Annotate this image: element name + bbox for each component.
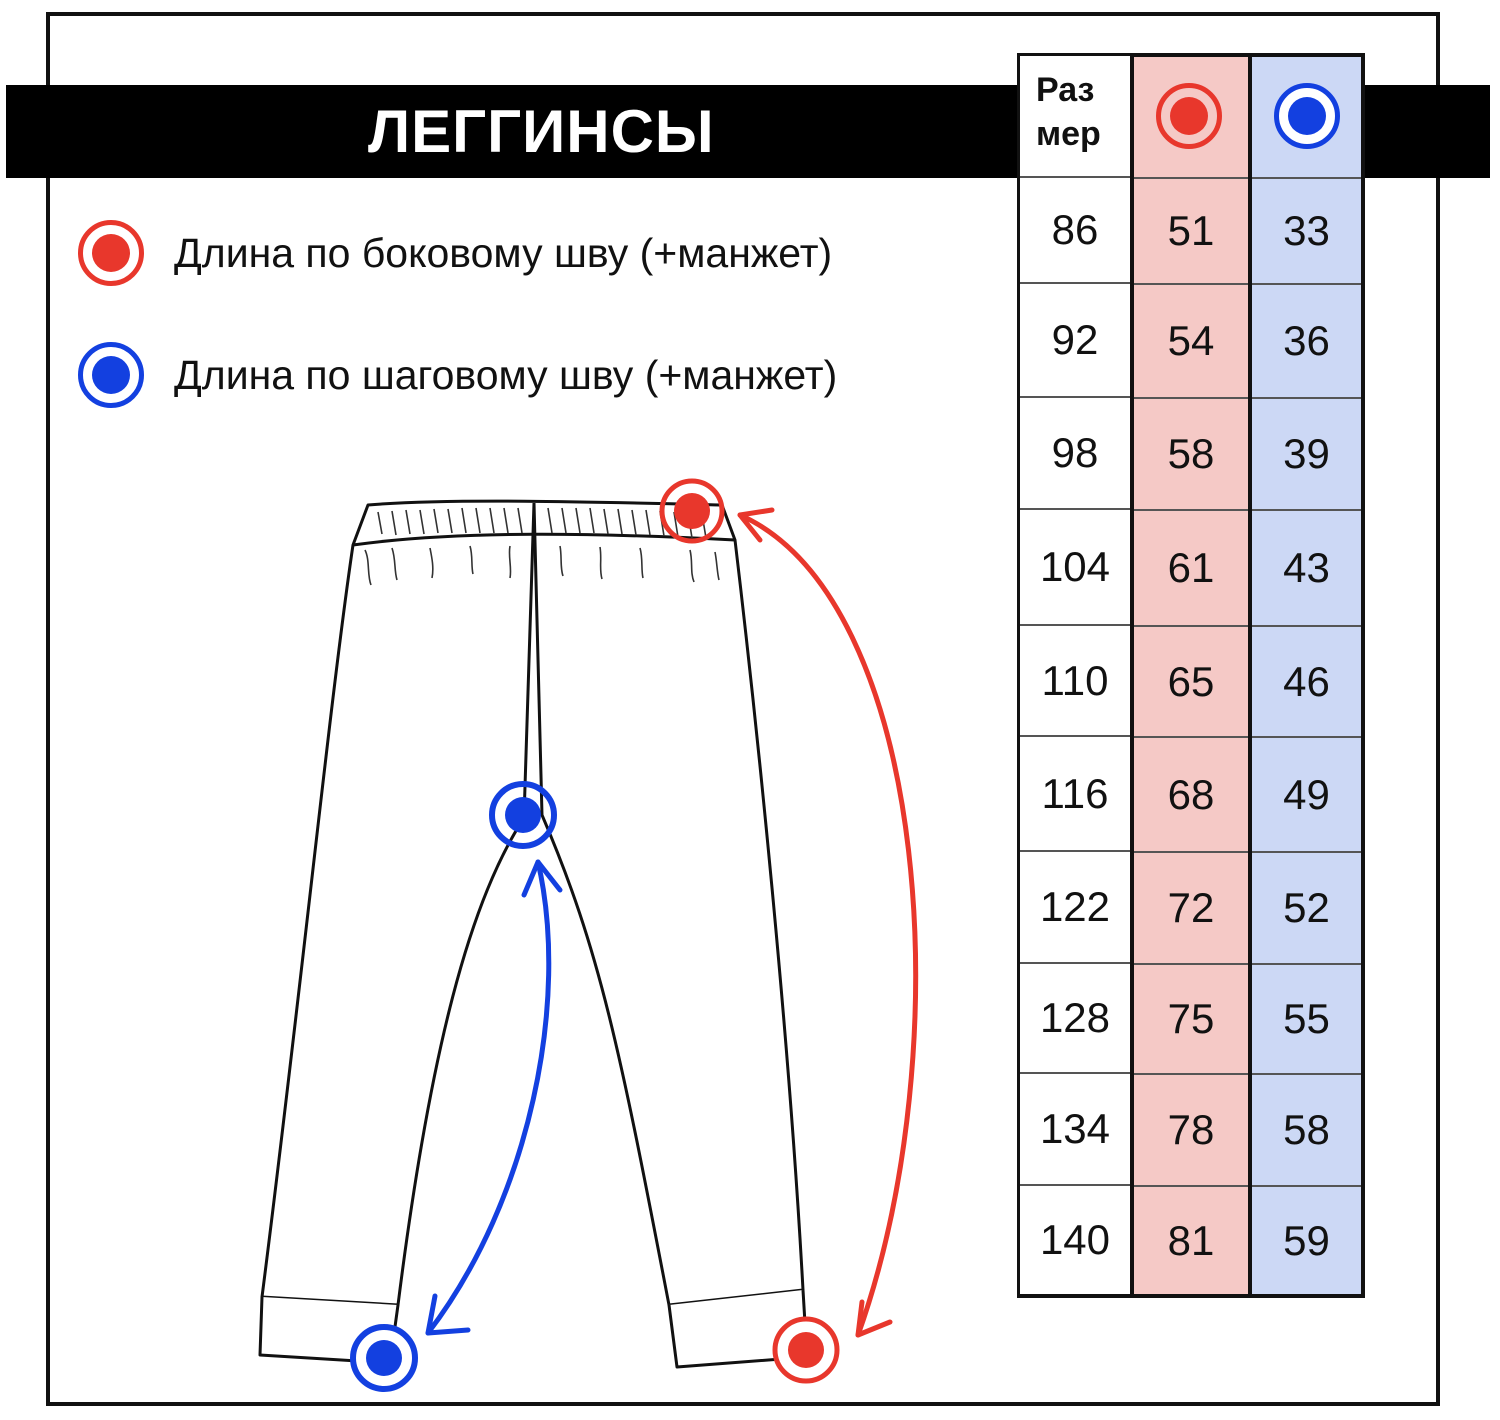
legend-item-side-seam: Длина по боковому шву (+манжет): [76, 218, 832, 288]
size-cell: 116: [1020, 737, 1130, 852]
blue-target-icon: [350, 1324, 418, 1392]
inseam-cell: 43: [1252, 511, 1361, 627]
size-cell: 86: [1020, 178, 1130, 284]
side-seam-cell: 61: [1134, 511, 1248, 627]
side-seam-cell: 81: [1167, 1216, 1215, 1264]
side-seam-cell: 72: [1134, 853, 1248, 965]
size-cell: 128: [1020, 964, 1130, 1074]
side-seam-header: [1134, 57, 1248, 179]
inseam-cell: 55: [1252, 965, 1361, 1075]
inseam-header: [1252, 57, 1361, 179]
blue-target-icon: [489, 781, 557, 849]
inseam-cell: 33: [1252, 179, 1361, 285]
legend-label-inseam: Длина по шаговому шву (+манжет): [174, 351, 838, 398]
inseam-arrow: [425, 859, 563, 1336]
inseam-cell: 52: [1252, 853, 1361, 965]
size-header: Раз мер: [1020, 56, 1130, 178]
size-cell: 110: [1020, 626, 1130, 737]
inseam-cell: 58: [1252, 1075, 1361, 1187]
side-seam-cell: 54: [1134, 285, 1248, 399]
size-cell: 104: [1020, 510, 1130, 626]
side-seam-cell: 75: [1134, 965, 1248, 1075]
size-header-line2: мер: [1036, 115, 1101, 153]
size-header-line1: Раз: [1036, 71, 1095, 109]
inseam-cell: 46: [1252, 627, 1361, 738]
red-target-icon: [76, 218, 146, 288]
side-seam-arrow: [737, 507, 919, 1338]
red-target-icon: [772, 1316, 840, 1384]
inseam-cell: 39: [1252, 399, 1361, 511]
blue-target-icon: [76, 340, 146, 410]
blue-target-icon: [1272, 81, 1342, 151]
size-cell: 140: [1039, 1215, 1111, 1263]
size-cell: 98: [1020, 398, 1130, 510]
leggings-outline: [258, 499, 809, 1369]
side-seam-cell: 78: [1134, 1075, 1248, 1187]
red-target-icon: [1154, 81, 1224, 151]
side-seam-cell: 51: [1134, 179, 1248, 285]
inseam-cell: 36: [1252, 285, 1361, 399]
page-title: ЛЕГГИНСЫ: [368, 98, 715, 165]
side-seam-cell: 58: [1134, 399, 1248, 511]
waistband-gathers: [364, 507, 720, 586]
size-cell: 122: [1020, 852, 1130, 964]
inseam-cell: 49: [1252, 738, 1361, 853]
side-seam-cell: 65: [1134, 627, 1248, 738]
red-target-icon: [659, 478, 725, 544]
legend-label-side-seam: Длина по боковому шву (+манжет): [174, 229, 833, 276]
size-cell: 92: [1020, 284, 1130, 398]
legend-item-inseam: Длина по шаговому шву (+манжет): [76, 340, 837, 410]
side-seam-cell: 68: [1134, 738, 1248, 853]
inseam-cell: 59: [1283, 1216, 1330, 1264]
size-cell: 134: [1020, 1074, 1130, 1186]
